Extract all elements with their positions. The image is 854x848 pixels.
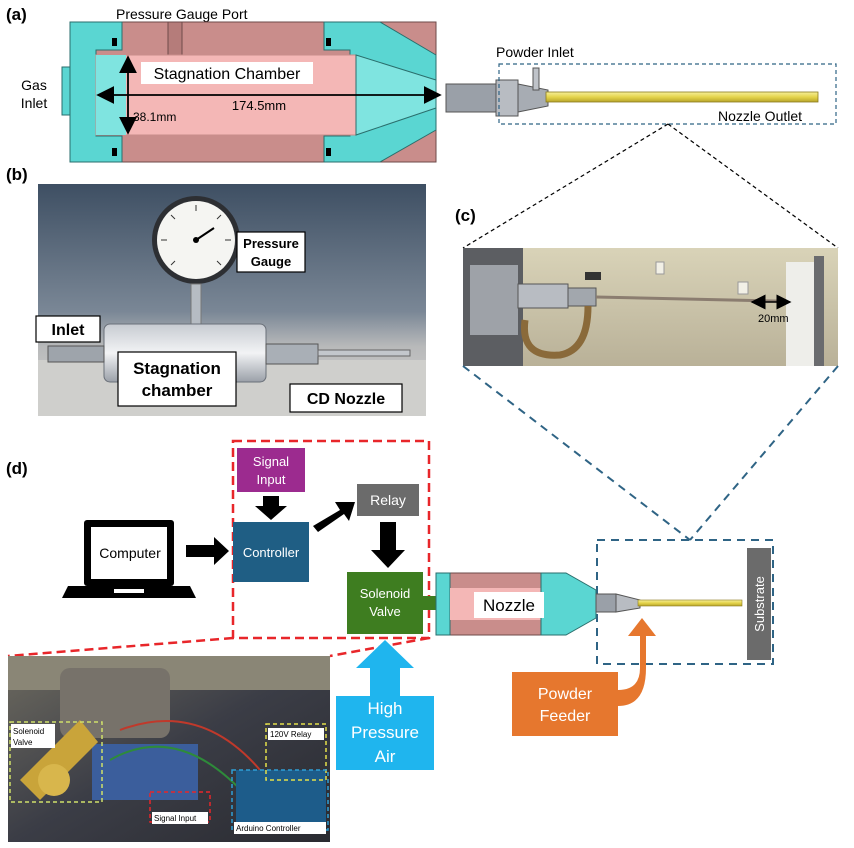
controller-label: Controller xyxy=(243,545,300,560)
photo-signal-label: Signal Input xyxy=(154,814,197,823)
photo-relay-box xyxy=(265,723,327,781)
signal-input-label-1: Signal xyxy=(253,454,289,469)
photo-relay-label: 120V Relay xyxy=(270,730,311,739)
photo-arduino-label: Arduino Controller xyxy=(236,824,301,833)
stagnation-label-box xyxy=(117,351,237,407)
photo-solenoid-label-1: Solenoid xyxy=(13,727,44,736)
photo-signal-label-bg xyxy=(152,812,208,824)
photo-solenoid-label-2: Valve xyxy=(13,738,33,747)
substrate-block xyxy=(747,548,771,660)
cd-nozzle-label-box xyxy=(289,383,403,413)
powder-feeder-label-2: Feeder xyxy=(540,708,591,725)
powder-inlet-label: Powder Inlet xyxy=(496,44,574,60)
relay-block xyxy=(357,484,419,516)
gas-inlet-label-1: Gas xyxy=(21,77,47,93)
inlet-label-box xyxy=(35,315,101,343)
nozzle-schematic xyxy=(423,572,743,636)
arrow-icon xyxy=(186,537,229,565)
powder-feeder-block xyxy=(512,672,618,736)
pressure-gauge-label-2: Gauge xyxy=(251,254,291,269)
nozzle-label: Nozzle xyxy=(483,596,535,615)
solenoid-label-1: Solenoid xyxy=(360,586,411,601)
laptop-icon xyxy=(62,520,196,598)
high-pressure-label-1: High xyxy=(368,699,403,718)
signal-input-label-2: Input xyxy=(257,472,286,487)
solenoid-valve-block xyxy=(347,572,423,634)
zoom-line-right-c xyxy=(689,365,839,541)
stagnation-chamber-label: Stagnation Chamber xyxy=(154,66,301,83)
pressure-gauge-label-1: Pressure xyxy=(243,236,299,251)
arrow-icon xyxy=(371,522,405,568)
stagnation-label-1: Stagnation xyxy=(133,359,221,378)
stagnation-chamber-label-bg xyxy=(141,62,313,84)
powder-feed-arrow xyxy=(618,618,656,706)
scale-label: 20mm xyxy=(758,313,789,325)
gas-inlet-label-2: Inlet xyxy=(21,95,48,111)
cd-nozzle-label: CD Nozzle xyxy=(307,391,385,408)
powder-feeder-label-1: Powder xyxy=(538,686,593,703)
stagnation-label-2: chamber xyxy=(142,381,213,400)
panel-b-label: (b) xyxy=(6,165,28,184)
zoom-line-left-a xyxy=(462,123,669,249)
inlet-label: Inlet xyxy=(52,322,86,339)
high-pressure-label-3: Air xyxy=(375,747,396,766)
pressure-gauge-port-label: Pressure Gauge Port xyxy=(116,6,248,22)
arrow-icon xyxy=(313,502,355,532)
zoom-line-left-c xyxy=(462,365,691,541)
photo-c xyxy=(463,248,838,366)
high-pressure-label-2: Pressure xyxy=(351,723,419,742)
panel-d-label: (d) xyxy=(6,459,28,478)
arrow-icon xyxy=(255,496,287,520)
photo-arduino-label-bg xyxy=(234,822,326,834)
cross-section-drawing xyxy=(61,21,819,163)
pressure-gauge-label-box xyxy=(236,231,306,273)
zoom-box-a xyxy=(498,63,837,125)
length-label: 174.5mm xyxy=(232,98,286,113)
nozzle-outlet-label: Nozzle Outlet xyxy=(718,108,802,124)
photo-solenoid-box xyxy=(9,721,103,803)
flow-arrows xyxy=(186,496,405,568)
zoom-line-right-a xyxy=(667,123,839,249)
photo-b xyxy=(38,184,426,416)
computer-label: Computer xyxy=(99,545,161,561)
high-pressure-air-arrow xyxy=(336,640,434,770)
relay-label: Relay xyxy=(370,492,406,508)
panel-a-label: (a) xyxy=(6,5,27,24)
diameter-label: 38.1mm xyxy=(133,110,176,124)
substrate-label: Substrate xyxy=(752,576,767,632)
signal-input-block xyxy=(237,448,305,492)
photo-solenoid-label-bg xyxy=(11,724,55,748)
photo-relay-label-bg xyxy=(268,728,324,740)
photo-control-setup xyxy=(8,656,330,842)
control-zoom-line-left xyxy=(7,636,234,658)
panel-c-label: (c) xyxy=(455,206,476,225)
nozzle-label-bg xyxy=(474,592,544,618)
controller-block xyxy=(233,522,309,582)
solenoid-label-2: Valve xyxy=(369,604,401,619)
